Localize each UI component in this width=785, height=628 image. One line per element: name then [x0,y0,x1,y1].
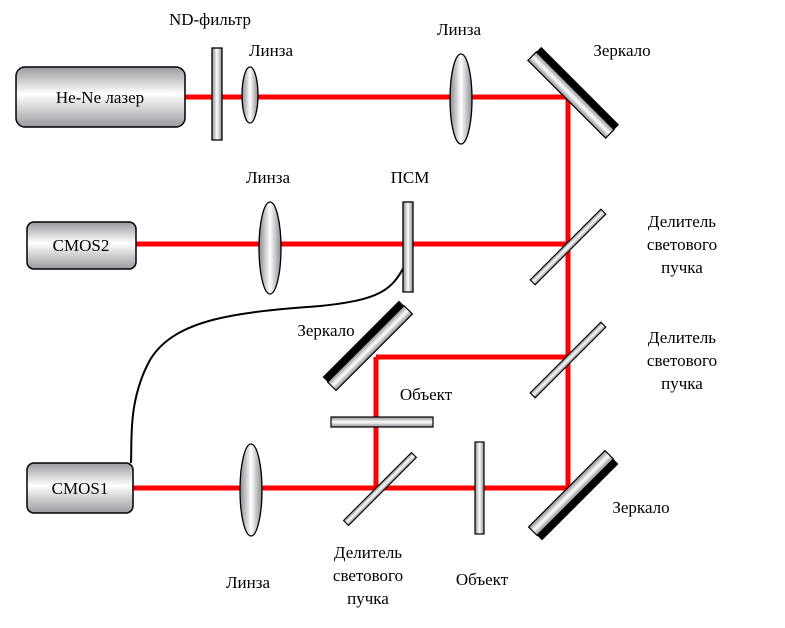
lens-mid-label: Линза [246,168,290,187]
lens-mid [258,201,282,295]
cmos1-label: CMOS1 [52,479,109,498]
mirror-top-label: Зеркало [593,41,650,60]
psm-label: ПСМ [391,168,430,187]
object-plate-top [330,416,434,428]
psm-cable [130,264,406,464]
he-ne-laser: He-Ne лазер [15,66,186,128]
psm-plate [402,201,414,293]
beam-splitter-2 [529,321,607,399]
mirror-mid [322,300,414,392]
laser-label: He-Ne лазер [56,88,144,107]
splitter-2-label-line2: светового [647,351,717,370]
splitter-3-label-line3: пучка [347,589,389,608]
beam-splitter-3 [342,451,418,527]
cmos1-camera: CMOS1 [26,462,134,514]
lens-bottom [239,443,263,537]
cmos2-camera: CMOS2 [26,221,137,270]
object-bottom-label: Объект [456,570,509,589]
splitter-1-label-line3: пучка [661,258,703,277]
object-top-label: Объект [400,385,453,404]
splitter-1-label-line1: Делитель [648,212,716,231]
lens-top-2-label: Линза [437,20,481,39]
mirror-bottom-label: Зеркало [612,498,669,517]
laser-beams [133,94,571,491]
lens-top-1-label: Линза [249,41,293,60]
beam-splitter-1 [529,208,607,286]
splitter-2-label-line1: Делитель [648,328,716,347]
splitter-3-label-line1: Делитель [334,543,402,562]
splitter-3-label-line2: светового [333,566,403,585]
nd-filter-label: ND-фильтр [169,10,251,29]
lens-bottom-label: Линза [226,573,270,592]
lens-top-small [241,66,259,124]
nd-filter [211,47,223,141]
splitter-1-label-line2: светового [647,235,717,254]
mirror-top [527,46,620,139]
splitter-2-label-line3: пучка [661,374,703,393]
mirror-mid-label: Зеркало [297,321,354,340]
lens-top-large [449,53,473,145]
cmos2-label: CMOS2 [53,236,110,255]
mirror-bottom [527,449,619,541]
object-plate-bottom [474,441,485,535]
